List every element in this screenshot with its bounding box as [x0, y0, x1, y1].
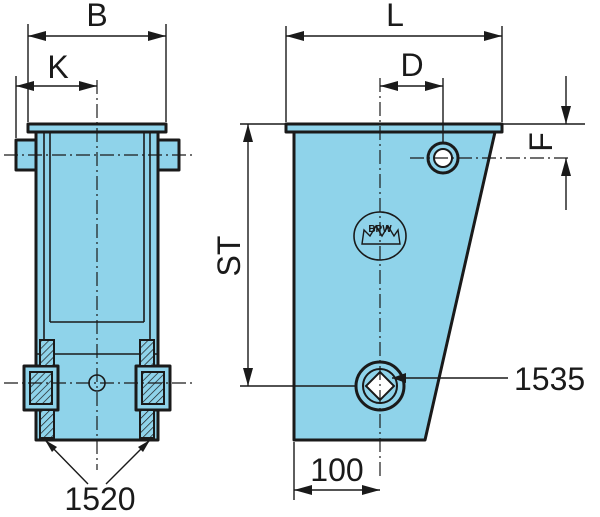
label-st: ST [211, 236, 247, 277]
dim-l-arrow-left [286, 31, 304, 41]
front-view: B K 1520 [4, 0, 195, 517]
left-bushing-upper [39, 339, 55, 367]
label-1520: 1520 [64, 481, 135, 517]
side-view: BPW L D F ST 100 [211, 0, 585, 500]
bpw-logo: BPW [353, 211, 407, 261]
label-1535: 1535 [514, 361, 585, 397]
label-b: B [86, 0, 107, 33]
right-bushing [141, 371, 165, 405]
leader-1535-arrow [392, 373, 406, 383]
dim-st-arrow-top [243, 124, 253, 142]
dim-k-arrow-right [79, 81, 97, 91]
right-bushing-upper [139, 339, 155, 367]
bracket-top-flange [284, 122, 504, 134]
dim-st-arrow-bottom [243, 368, 253, 386]
leader-1520-arrow-left [45, 440, 57, 452]
dim-100-arrow-right [362, 485, 380, 495]
dim-k-arrow-left [16, 81, 34, 91]
label-100: 100 [310, 452, 363, 488]
label-f: F [523, 132, 559, 152]
leader-1520-arrow-right [138, 440, 150, 452]
dim-f-arrow-bottom [561, 158, 571, 176]
dim-d-arrow-left [380, 81, 398, 91]
right-bushing-lower [139, 409, 155, 439]
dim-b-arrow-right [148, 31, 166, 41]
dim-b-arrow-left [28, 31, 46, 41]
dim-100-arrow-left [294, 485, 312, 495]
label-l: L [386, 0, 404, 33]
left-bushing-lower [39, 409, 55, 439]
label-k: K [47, 49, 68, 85]
label-d: D [400, 47, 423, 83]
dim-d-arrow-right [425, 81, 443, 91]
logo-text: BPW [368, 224, 392, 235]
left-bushing [29, 371, 53, 405]
dim-l-arrow-right [484, 31, 502, 41]
dim-f-arrow-top [561, 106, 571, 124]
